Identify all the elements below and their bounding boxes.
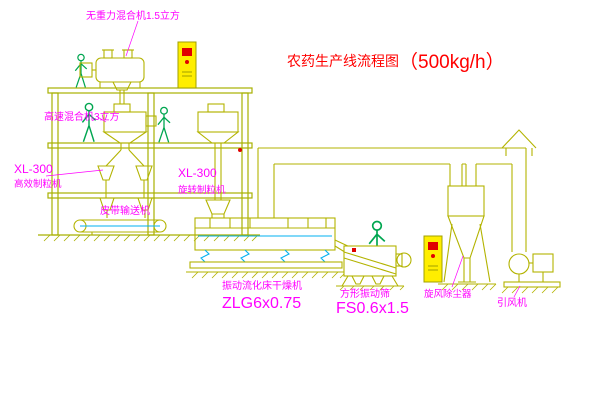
label-granulator-center-model: XL-300 bbox=[178, 166, 217, 180]
label-cyclone: 旋风除尘器 bbox=[424, 288, 472, 300]
rotary-granulator bbox=[196, 103, 242, 218]
label-fan: 引风机 bbox=[497, 296, 527, 309]
label-high-speed-mixer: 高速混合机3立方 bbox=[44, 110, 120, 123]
label-granulator-left-model: XL-300 bbox=[14, 162, 53, 176]
belt-conveyor bbox=[73, 219, 167, 235]
worker-icon bbox=[157, 106, 171, 143]
label-sieve-model: FS0.6x1.5 bbox=[336, 300, 409, 317]
gravity-free-mixer bbox=[79, 49, 145, 104]
label-dryer-name: 振动流化床干燥机 bbox=[222, 279, 302, 292]
control-cabinet-upper bbox=[177, 41, 197, 89]
red-button bbox=[185, 60, 189, 64]
red-button bbox=[431, 254, 435, 258]
red-marker bbox=[352, 248, 356, 252]
red-indicator bbox=[428, 242, 438, 250]
fluid-bed-dryer bbox=[186, 217, 353, 279]
control-cabinet-lower bbox=[423, 235, 443, 283]
square-vibrating-sieve bbox=[336, 245, 412, 291]
exhaust-duct bbox=[257, 129, 537, 252]
rain-cap bbox=[501, 129, 537, 149]
diagram-title: 农药生产线流程图 bbox=[287, 53, 399, 69]
induced-draft-fan bbox=[501, 253, 561, 294]
worker-icon bbox=[74, 53, 88, 89]
high-speed-mixer-granulator bbox=[97, 103, 157, 218]
label-sieve-name: 方形振动筛 bbox=[340, 287, 390, 300]
label-top-mixer: 无重力混合机1.5立方 bbox=[86, 9, 180, 22]
label-belt-conveyor: 皮带输送机 bbox=[100, 204, 150, 217]
building-frame bbox=[38, 87, 260, 242]
label-granulator-left-name: 高效制粒机 bbox=[14, 178, 62, 190]
vibration-springs bbox=[200, 249, 330, 263]
diagram-title-capacity: （500kg/h） bbox=[399, 51, 505, 73]
red-indicator bbox=[182, 48, 192, 56]
label-leader-lines bbox=[45, 20, 521, 298]
label-granulator-center-name: 旋转制粒机 bbox=[178, 184, 226, 196]
cyclone-dust-collector bbox=[438, 185, 497, 291]
red-marker bbox=[238, 148, 242, 152]
label-dryer-model: ZLG6x0.75 bbox=[222, 295, 301, 312]
